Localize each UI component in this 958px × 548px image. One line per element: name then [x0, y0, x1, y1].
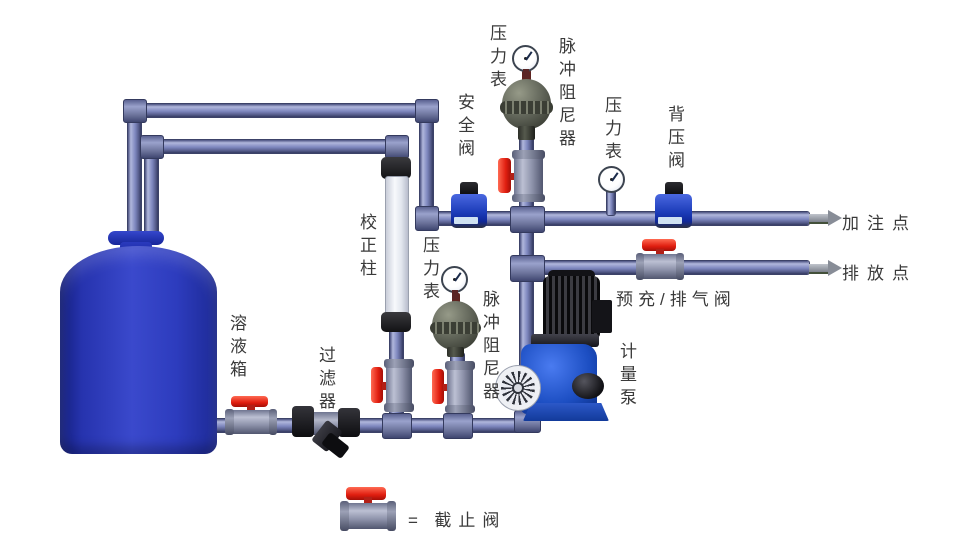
injection-point-arrow-icon [809, 210, 843, 226]
safety-valve [451, 182, 487, 228]
pump-motor [543, 276, 600, 338]
shutoff-valve-tank-outlet [225, 396, 277, 435]
pipe-inner-left-riser [145, 140, 158, 240]
valve-cap [460, 182, 479, 196]
damper-bolt-band [500, 101, 553, 114]
shutoff-valve-column-branch [371, 358, 414, 413]
pipe-inner-top [145, 140, 403, 153]
pressure-gauge-top [512, 45, 539, 72]
pipe-tee [510, 206, 545, 233]
shutoff-valve-precharge-vent [636, 239, 684, 281]
pipe-elbow [140, 135, 164, 159]
valve-handle [371, 367, 383, 403]
solution-tank [60, 246, 217, 454]
pipe-elbow [415, 206, 439, 231]
valve-handle [346, 487, 387, 500]
label-filter: 过滤器 [316, 346, 335, 415]
calibration-column-tube [385, 176, 409, 318]
pipe-tee [382, 413, 412, 439]
pump-base [523, 403, 609, 421]
calibration-column-bottom-cap [381, 312, 411, 332]
label-pressure-gauge-discharge: 压力表 [602, 96, 621, 165]
back-pressure-valve [655, 182, 692, 228]
label-safety-valve: 安全阀 [455, 93, 474, 162]
damper-bolt-band [430, 322, 481, 334]
pipe-tee [510, 255, 545, 282]
label-back-pressure-valve: 背压阀 [665, 105, 684, 174]
gauge-stem [523, 69, 529, 78]
label-pressure-gauge-suction: 压力表 [420, 236, 439, 305]
valve-cap [664, 182, 684, 196]
discharge-point-arrow-icon [809, 260, 843, 276]
valve-handle [641, 239, 676, 251]
label-solution-tank: 溶液箱 [227, 314, 246, 383]
damper-neck [447, 347, 464, 357]
pipe-gauge2-stem [607, 190, 615, 215]
gauge-stem [452, 290, 458, 299]
label-pulse-damper-top: 脉冲阻尼器 [556, 37, 575, 152]
valve-handle [432, 369, 444, 404]
label-pressure-gauge-top: 压力表 [487, 24, 506, 93]
label-metering-pump: 计量泵 [617, 342, 636, 411]
label-calibration-column: 校正柱 [357, 213, 376, 282]
legend-shutoff-valve-icon [339, 487, 397, 531]
pump-diaphragm-head [496, 366, 540, 410]
damper-neck [518, 126, 535, 140]
filter-union-left [292, 406, 314, 437]
shutoff-valve-damper-branch [432, 361, 475, 413]
calibration-column-top-cap [381, 157, 411, 179]
legend-shutoff-valve-label: 截止阀 [434, 511, 507, 530]
pump-motor-flange [531, 334, 599, 347]
pipe-outer-right-drop [420, 104, 433, 223]
pipe-outer-left-riser [128, 104, 141, 240]
shutoff-valve-discharge-riser [498, 150, 545, 202]
pressure-gauge-discharge [598, 166, 625, 193]
filter-union-right [338, 408, 360, 437]
valve-handle [231, 396, 268, 408]
label-precharge-vent-valve: 预充/排气阀 [616, 290, 736, 309]
pipe-elbow [415, 99, 439, 123]
label-pulse-damper-suction: 脉冲阻尼器 [480, 290, 499, 405]
pump-head-spokes [501, 371, 535, 405]
pump-terminal-box [592, 300, 612, 333]
label-discharge-point: 排放点 [842, 264, 917, 283]
pipe-outer-top [128, 104, 433, 117]
pump-motor-cap [548, 270, 595, 280]
pressure-gauge-suction [441, 266, 468, 293]
pipe-elbow [123, 99, 147, 123]
tank-lid-flange [108, 231, 164, 245]
legend-equals: = [408, 511, 425, 530]
label-injection-point: 加注点 [842, 214, 917, 233]
legend-text: = 截止阀 [408, 506, 506, 531]
valve-handle [498, 158, 512, 193]
pipe-elbow [385, 135, 409, 159]
pipe-tee [443, 413, 473, 439]
pump-stroke-knob [572, 373, 604, 399]
